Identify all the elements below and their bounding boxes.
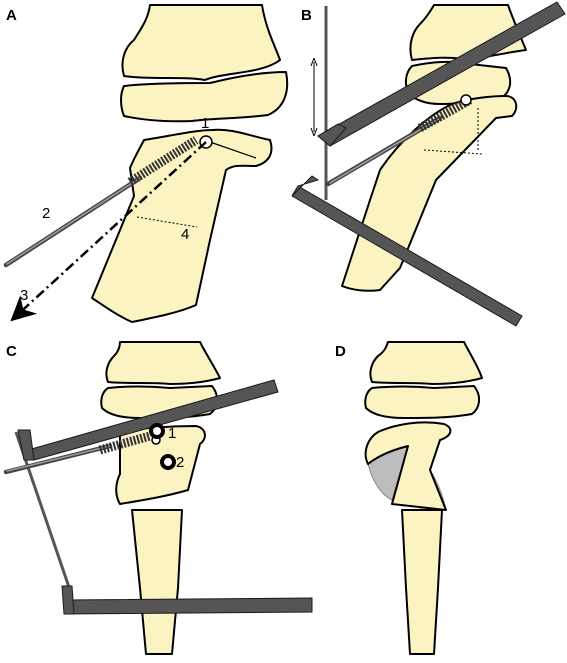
panel-c-callout-1: 1 (168, 425, 176, 442)
pin-ring-icon (149, 423, 165, 439)
pin-ring-icon (160, 454, 176, 470)
panel-c-lower-plate-clamp (61, 585, 75, 615)
hinge-icon (460, 94, 472, 106)
panel-a-joint-line (209, 141, 257, 159)
panel-b: B (291, 1, 566, 327)
panel-c-lower-plate (63, 597, 313, 615)
panel-b-lower-plate-clamp (291, 175, 320, 197)
panel-a-middle-bone (120, 71, 289, 123)
panel-d-distal-shaft (401, 509, 443, 655)
panel-d-tilted-fragment (364, 421, 452, 511)
panel-a: A 4 2 1 3 (3, 4, 289, 323)
panel-d-label: D (335, 343, 346, 360)
panel-d-middle-bone (364, 385, 480, 419)
panel-c-upper-bone (105, 341, 221, 385)
panel-c-label: C (6, 343, 17, 360)
panel-a-upper-bone (121, 4, 281, 81)
panel-d: D (335, 341, 483, 655)
panel-a-label: A (6, 7, 17, 24)
panel-b-label: B (301, 7, 312, 24)
screw-icon (98, 431, 152, 455)
panel-c-proximal-fragment (115, 425, 206, 505)
screw-icon (127, 136, 199, 186)
panel-c-upper-plate-clamp (17, 429, 35, 461)
panel-a-callout-4: 4 (181, 226, 189, 243)
panel-c: C 1 2 (3, 341, 313, 655)
panel-d-upper-bone (369, 341, 483, 385)
panel-a-callout-1: 1 (201, 115, 209, 132)
screw-icon (417, 96, 473, 132)
panel-c-callout-2: 2 (176, 454, 184, 471)
panel-b-upper-plate-clamp (317, 123, 347, 147)
panel-b-cut-line (423, 149, 483, 155)
panel-a-direction-arrow (10, 141, 207, 322)
panel-a-callout-2: 2 (42, 205, 50, 222)
panel-c-distal-shaft (131, 509, 183, 655)
panel-a-callout-3: 3 (20, 287, 28, 304)
